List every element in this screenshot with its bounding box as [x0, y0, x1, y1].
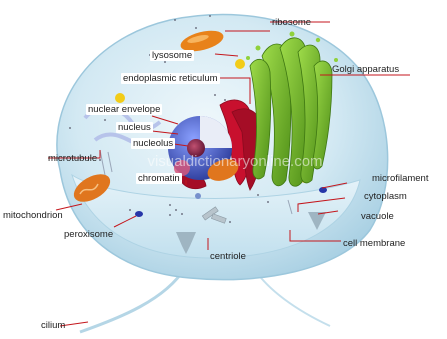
label-chromatin: chromatin: [136, 173, 182, 184]
watermark: visualdictionaryonline.com: [147, 153, 322, 170]
label-cell-membrane: cell membrane: [343, 238, 405, 249]
peroxisome-shape: [135, 211, 143, 217]
label-microtubule: microtubule: [48, 153, 97, 164]
label-ribosome: ribosome: [272, 17, 311, 28]
label-nucleolus: nucleolus: [131, 138, 175, 149]
label-cilium: cilium: [41, 320, 65, 331]
label-nucleus: nucleus: [116, 122, 153, 133]
label-microfilament: microfilament: [372, 173, 429, 184]
label-peroxisome: peroxisome: [64, 229, 113, 240]
label-nuclear-envelope: nuclear envelope: [86, 104, 162, 115]
vacuole-shape: [195, 193, 201, 199]
label-lysosome: lysosome: [150, 50, 194, 61]
label-centriole: centriole: [210, 251, 246, 262]
label-vacuole: vacuole: [361, 211, 394, 222]
label-golgi-apparatus: Golgi apparatus: [332, 64, 399, 75]
label-endoplasmic-reticulum: endoplasmic reticulum: [121, 73, 220, 84]
label-mitochondrion: mitochondrion: [3, 210, 63, 221]
vesicle: [235, 59, 245, 69]
vesicle: [115, 93, 125, 103]
cilium-shape: [80, 268, 185, 332]
label-cytoplasm: cytoplasm: [364, 191, 407, 202]
